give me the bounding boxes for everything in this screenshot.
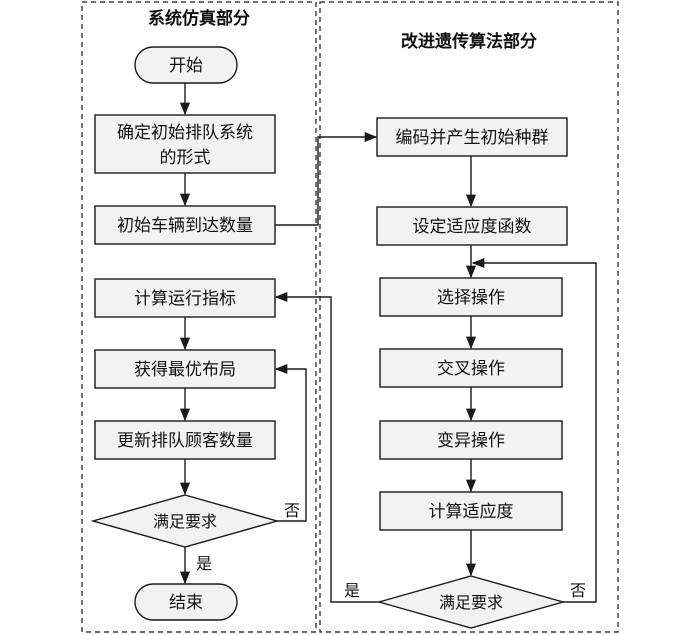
right-yes-label: 是: [344, 581, 360, 600]
right-decision-label: 满足要求: [439, 593, 503, 612]
arrow-right-yes-to-left: [274, 291, 379, 603]
arrow-right-no-loop: [471, 257, 597, 603]
start-label: 开始: [169, 56, 203, 76]
right-no-label: 否: [570, 581, 586, 600]
left-decision-label: 满足要求: [153, 512, 217, 531]
end-label: 结束: [169, 593, 203, 613]
right-panel-border: [319, 1, 619, 633]
left-panel-title: 系统仿真部分: [148, 8, 250, 29]
right-step5-label: 变异操作: [437, 431, 505, 451]
left-panel-border: [81, 1, 317, 633]
left-step2-label: 初始车辆到达数量: [117, 216, 253, 236]
arrow-left-no-loop: [274, 363, 307, 522]
right-panel-title: 改进遗传算法部分: [401, 31, 537, 52]
arrow-left-to-right: [275, 131, 378, 226]
left-step-update-queue: [94, 420, 276, 460]
right-decision-diamond: [376, 575, 566, 629]
right-step4-label: 交叉操作: [437, 359, 505, 379]
start-terminator: [134, 46, 238, 84]
right-step6-label: 计算适应度: [429, 502, 514, 522]
left-step-determine-system: [94, 114, 276, 174]
right-step1-label: 编码并产生初始种群: [396, 128, 549, 148]
right-step3-label: 选择操作: [437, 288, 505, 308]
right-step2-label: 设定适应度函数: [413, 217, 532, 237]
left-step5-label: 更新排队顾客数量: [117, 431, 253, 451]
left-step3-label: 计算运行指标: [134, 289, 236, 309]
left-yes-label: 是: [196, 554, 212, 573]
left-step1-line1: 确定初始排队系统: [117, 123, 253, 143]
left-no-label: 否: [284, 501, 300, 520]
right-step-crossover: [379, 348, 563, 388]
left-step1-line2: 的形式: [160, 148, 211, 168]
left-step4-label: 获得最优布局: [134, 360, 236, 380]
right-step-mutation: [379, 420, 563, 460]
right-step-encode-population: [376, 117, 568, 157]
